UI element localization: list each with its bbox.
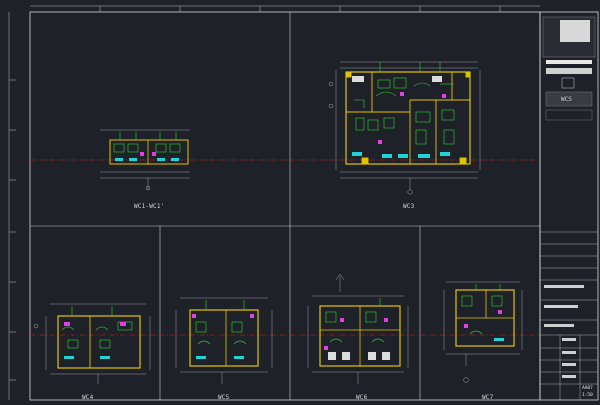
title-block-drawing-no: AA07 <box>582 386 593 391</box>
panel-dividers <box>30 12 540 400</box>
left-ruler <box>8 12 16 400</box>
drawing-frame <box>29 11 541 401</box>
label-wc7: WC7 <box>482 394 494 401</box>
label-wc5: WC5 <box>218 394 230 401</box>
label-wc4: WC4 <box>82 394 94 401</box>
label-wc1: WC1-WC1' <box>134 203 165 210</box>
top-ruler <box>30 5 540 12</box>
axis-lines <box>30 159 540 336</box>
plan-wc4 <box>33 303 151 384</box>
plan-wc1 <box>100 129 190 191</box>
label-wc3: WC3 <box>403 203 415 210</box>
plan-wc7 <box>443 281 523 383</box>
plan-wc3 <box>328 61 481 195</box>
title-block-logo-text: WCS <box>561 96 572 103</box>
title-block <box>539 11 599 401</box>
plan-wc6 <box>307 273 409 384</box>
label-wc6: WC6 <box>356 394 368 401</box>
plan-wc5 <box>175 297 273 384</box>
title-block-sheet-no: 1:50 <box>582 393 593 398</box>
